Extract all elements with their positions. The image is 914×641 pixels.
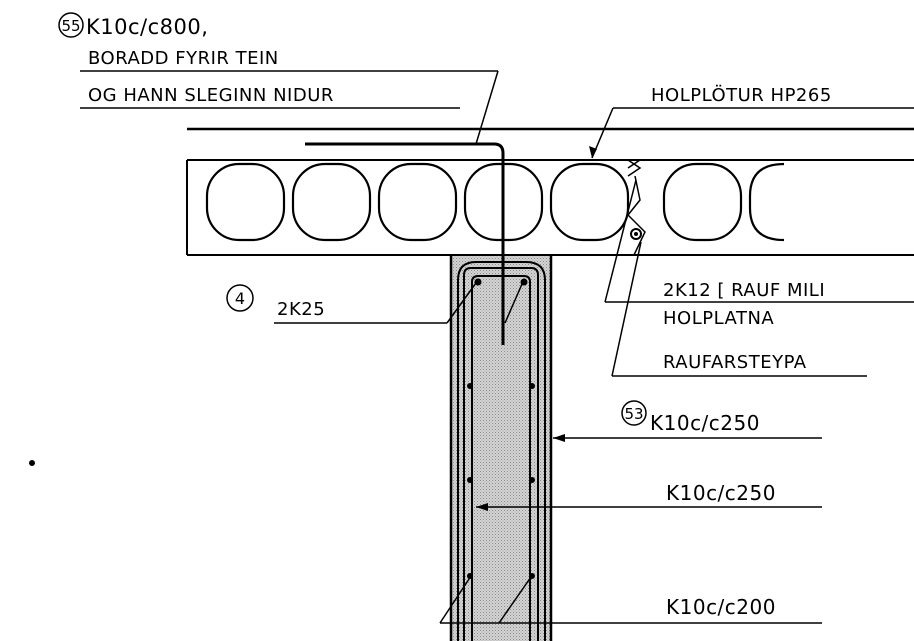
callout-stirrups-low: K10c/c200	[439, 575, 822, 624]
callout-55: 55 K10c/c800, BORADD FYRIR TEIN OG HANN …	[58, 12, 499, 145]
callout-joint-grout: RAUFARSTEYPA	[611, 241, 867, 377]
callout-55-leader	[475, 70, 499, 145]
callout-4: 4 2K25	[226, 282, 523, 324]
callout-hollow-core-arrowhead	[589, 146, 597, 158]
column-longitudinal-bars	[467, 278, 535, 579]
stray-mark	[29, 460, 35, 466]
callout-stirrups-low-label: K10c/c200	[666, 595, 776, 619]
callout-4-number: 4	[235, 289, 245, 308]
callout-joint-grout-label: RAUFARSTEYPA	[663, 352, 807, 373]
callout-stirrups-mid: K10c/c250	[476, 481, 822, 511]
core-6	[662, 162, 743, 242]
callout-stirrups-low-leader-2	[498, 576, 532, 624]
callout-53-number: 53	[624, 405, 643, 423]
callout-4-leader-2	[504, 283, 523, 324]
callout-joint-bars: 2K12 [ RAUF MILI HOLPLATNA	[604, 179, 914, 329]
callout-55-line2: BORADD FYRIR TEIN	[88, 48, 279, 69]
hollow-cores	[205, 162, 785, 242]
callout-joint-bars-line2: HOLPLATNA	[663, 308, 774, 329]
callout-4-leader-1	[446, 282, 477, 324]
callout-55-number: 55	[61, 17, 80, 35]
callout-53-arrowhead	[553, 434, 565, 442]
core-1	[205, 162, 286, 242]
callout-4-circle	[226, 284, 254, 312]
callout-hollow-core-label: HOLPLÖTUR HP265	[651, 84, 832, 106]
bar-dot	[467, 573, 473, 579]
callout-hollow-core: HOLPLÖTUR HP265	[589, 84, 914, 159]
bar-dot	[520, 278, 528, 286]
callout-stirrups-mid-label: K10c/c250	[666, 481, 776, 505]
callout-joint-grout-leader	[611, 241, 642, 377]
callout-joint-bars-leader	[604, 179, 637, 303]
concrete-column	[449, 254, 553, 641]
column-stirrups	[457, 261, 546, 641]
core-3	[377, 162, 458, 242]
callout-4-label: 2K25	[277, 299, 325, 320]
bar-dot	[467, 477, 473, 483]
hollow-core-slab	[186, 127, 914, 256]
callout-55-line1: K10c/c800,	[86, 15, 208, 39]
callout-53-label: K10c/c250	[650, 411, 760, 435]
bar-dot	[529, 383, 535, 389]
bar-dot	[467, 383, 473, 389]
callout-stirrups-mid-arrowhead	[476, 503, 488, 511]
core-2	[291, 162, 372, 242]
callout-55-circle	[58, 12, 84, 38]
callout-joint-bars-line1: 2K12 [ RAUF MILI	[663, 280, 825, 301]
bar-dot	[529, 477, 535, 483]
dowel-bar-55	[305, 142, 505, 345]
core-5	[549, 162, 630, 242]
callout-stirrups-low-leader-1	[439, 575, 472, 624]
slab-joint	[626, 159, 646, 256]
callout-53: 53 K10c/c250	[553, 400, 822, 442]
core-7-partial	[748, 162, 785, 242]
callout-53-circle	[621, 400, 647, 426]
callout-55-line3: OG HANN SLEGINN NIDUR	[88, 85, 334, 106]
